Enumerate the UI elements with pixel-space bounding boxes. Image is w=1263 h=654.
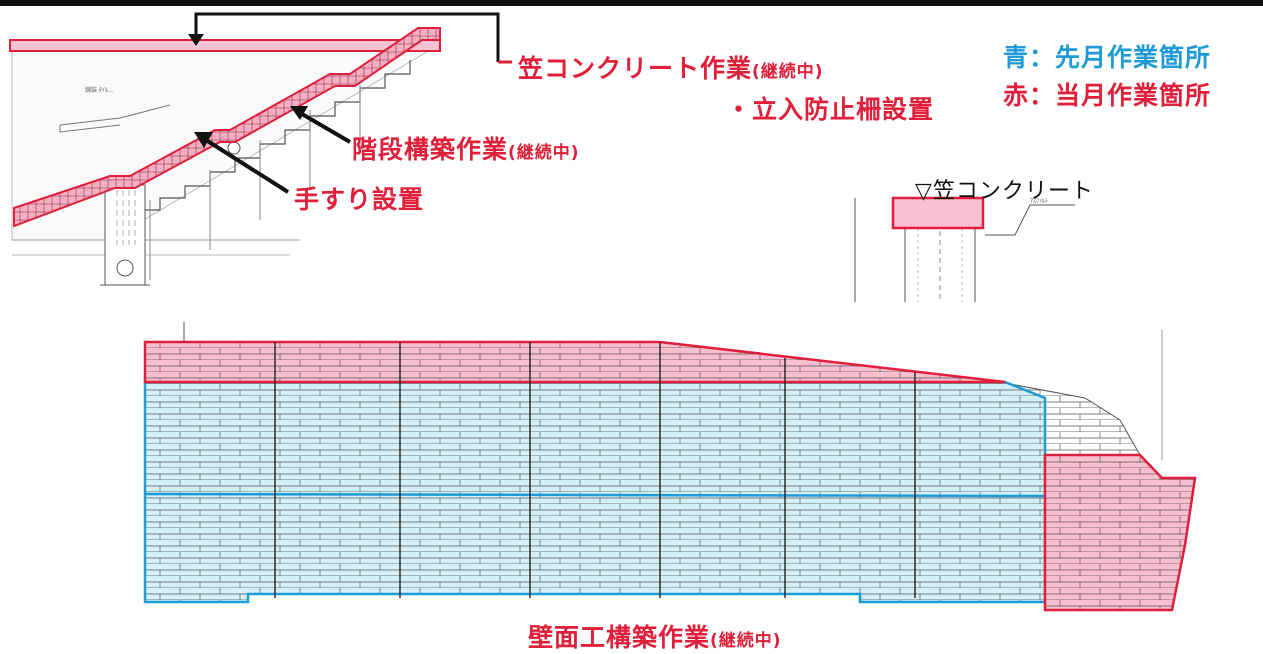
stair-steps	[140, 60, 411, 211]
kasa-work-status: (継続中)	[752, 62, 824, 82]
label-wall-work: 壁面工構築作業(継続中)	[528, 618, 782, 654]
wall-work-text: 壁面工構築作業	[528, 623, 711, 652]
stairs-work-text: 階段構築作業	[352, 135, 509, 164]
svg-text:ｱｽﾌｧﾙﾄ: ｱｽﾌｧﾙﾄ	[1030, 198, 1048, 205]
label-kasa-concrete-work: 笠コンクリート作業(継続中)	[518, 49, 824, 85]
wall-work-status: (継続中)	[710, 631, 782, 651]
wall-current-month-top	[143, 340, 1006, 384]
label-kasa-section: ▽笠コンクリート	[915, 179, 1094, 204]
legend-current-month: 赤：当月作業箇所	[1003, 81, 1212, 110]
stairs-work-status: (継続中)	[508, 143, 580, 163]
kasa-work-text: 笠コンクリート作業	[518, 54, 753, 83]
wall-elevation	[143, 322, 1197, 612]
kasa-section-block	[891, 196, 985, 230]
handrail-arrow	[194, 132, 290, 194]
label-handrail-installation: 手すり設置	[294, 185, 425, 214]
wall-previous-month-area	[143, 380, 1047, 604]
kasa-arrow	[194, 12, 512, 64]
label-fence-installation: ・立入防止柵設置	[726, 95, 935, 124]
stair-elevation-drawing: 舗装 ﾀｲﾙ…	[9, 27, 441, 286]
legend-previous-month: 青：先月作業箇所	[1003, 43, 1212, 72]
svg-text:舗装 ﾀｲﾙ…: 舗装 ﾀｲﾙ…	[85, 86, 114, 94]
label-stairs-work: 階段構築作業(継続中)	[352, 130, 580, 166]
stairs-arrow	[290, 106, 352, 144]
handrail-band	[13, 27, 441, 228]
kasa-concrete-beam	[9, 39, 441, 52]
kasa-section-detail: ｱｽﾌｧﾙﾄ	[854, 196, 1075, 302]
top-border	[0, 0, 1263, 6]
wall-current-month-right	[1043, 453, 1197, 612]
